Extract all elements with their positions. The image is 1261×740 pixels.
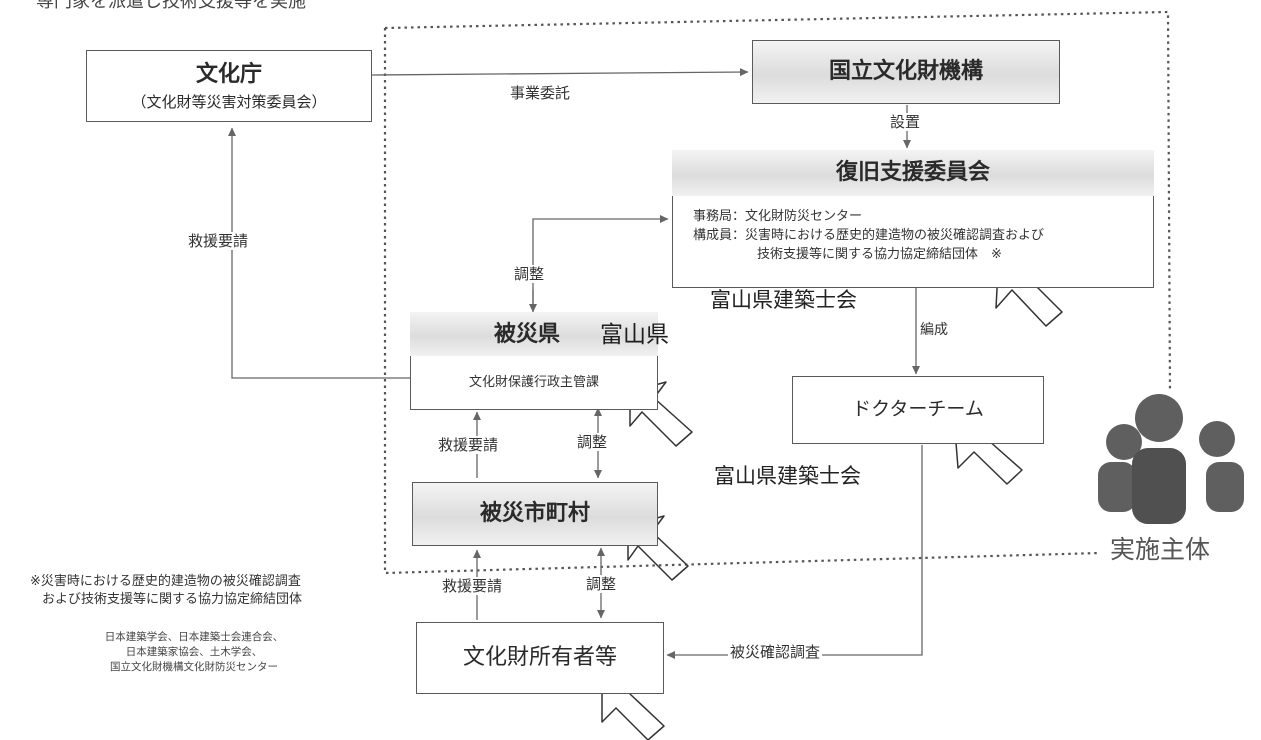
node-fukkyu-header: 復旧支援委員会 [672, 150, 1154, 196]
node-doctor-title: ドクターチーム [852, 398, 984, 420]
node-fukkyu-title: 復旧支援委員会 [835, 160, 990, 185]
node-fukkyu: 復旧支援委員会 事務局：文化財防災センター 構成員：災害時における歴史的建造物の… [672, 150, 1154, 288]
node-hisaiken-header: 被災県 [410, 312, 658, 356]
edge-label-secchi: 設置 [888, 113, 923, 131]
arrow-itaku [371, 68, 749, 77]
node-doctor: ドクターチーム [792, 376, 1044, 444]
edge-label-chosei-1: 調整 [512, 265, 547, 283]
implementation-region-border [383, 10, 1172, 575]
people-group-icon [1098, 394, 1244, 524]
footnote-line2: および技術支援等に関する協力協定締結団体 [42, 592, 303, 607]
pointer-arrow-icon [629, 381, 693, 447]
node-owner: 文化財所有者等 [416, 622, 664, 694]
edge-label-hensei: 編成 [918, 322, 950, 339]
footnote-org3: 国立文化財機構文化財防災センター [110, 661, 278, 673]
node-hisaiken-title: 被災県 [494, 322, 561, 347]
annotation-toyama-kenchikushikai-1: 富山県建築士会 [710, 288, 857, 312]
edge-label-chosei-2: 調整 [575, 433, 610, 451]
footnote-org1: 日本建築学会、日本建築士会連合会、 [104, 631, 284, 643]
node-bunkacho-title: 文化庁 [195, 62, 262, 87]
node-bunkacho-subtitle: （文化財等災害対策委員会） [131, 93, 327, 111]
node-fukkyu-line1: 事務局：文化財防災センター [693, 209, 863, 224]
node-owner-title: 文化財所有者等 [462, 645, 617, 670]
annotation-toyama-kenchikushikai-2: 富山県建築士会 [714, 464, 861, 488]
footnote-org2: 日本建築家協会、土木学会、 [125, 646, 263, 658]
edge-label-jigyou-itaku: 事業委託 [508, 84, 573, 102]
edge-label-hisai-kakunin: 被災確認調査 [728, 643, 823, 661]
edge-label-kyuen-3: 救援要請 [440, 577, 505, 595]
node-hisaiken: 被災県 文化財保護行政主管課 [410, 312, 658, 410]
implementer-label: 実施主体 [1110, 535, 1211, 564]
node-kokuritsu-title: 国立文化財機構 [828, 59, 983, 84]
edge-label-kyuen-1: 救援要請 [186, 232, 251, 250]
footnote-line1: ※災害時における歴史的建造物の被災確認調査 [30, 574, 301, 589]
edge-label-chosei-3: 調整 [584, 575, 619, 593]
node-shichoson: 被災市町村 [412, 482, 658, 546]
arrow-kyuen-1 [228, 127, 410, 379]
node-hisaiken-title2: 富山県 [600, 322, 669, 348]
header-text: 専門家を派遣し技術支援等を実施 [36, 0, 306, 12]
arrow-chosei-1 [532, 215, 669, 310]
pointer-arrow-icon [627, 515, 689, 581]
edge-label-kyuen-2: 救援要請 [436, 436, 501, 454]
node-hisaiken-dept: 文化財保護行政主管課 [468, 375, 599, 390]
node-bunkacho: 文化庁 （文化財等災害対策委員会） [86, 50, 372, 122]
node-fukkyu-line2: 構成員：災害時における歴史的建造物の被災確認調査および [693, 228, 1045, 243]
node-shichoson-title: 被災市町村 [479, 501, 590, 526]
node-kokuritsu: 国立文化財機構 [752, 40, 1060, 104]
node-fukkyu-line3: 技術支援等に関する協力協定締結団体 ※ [757, 247, 1002, 262]
